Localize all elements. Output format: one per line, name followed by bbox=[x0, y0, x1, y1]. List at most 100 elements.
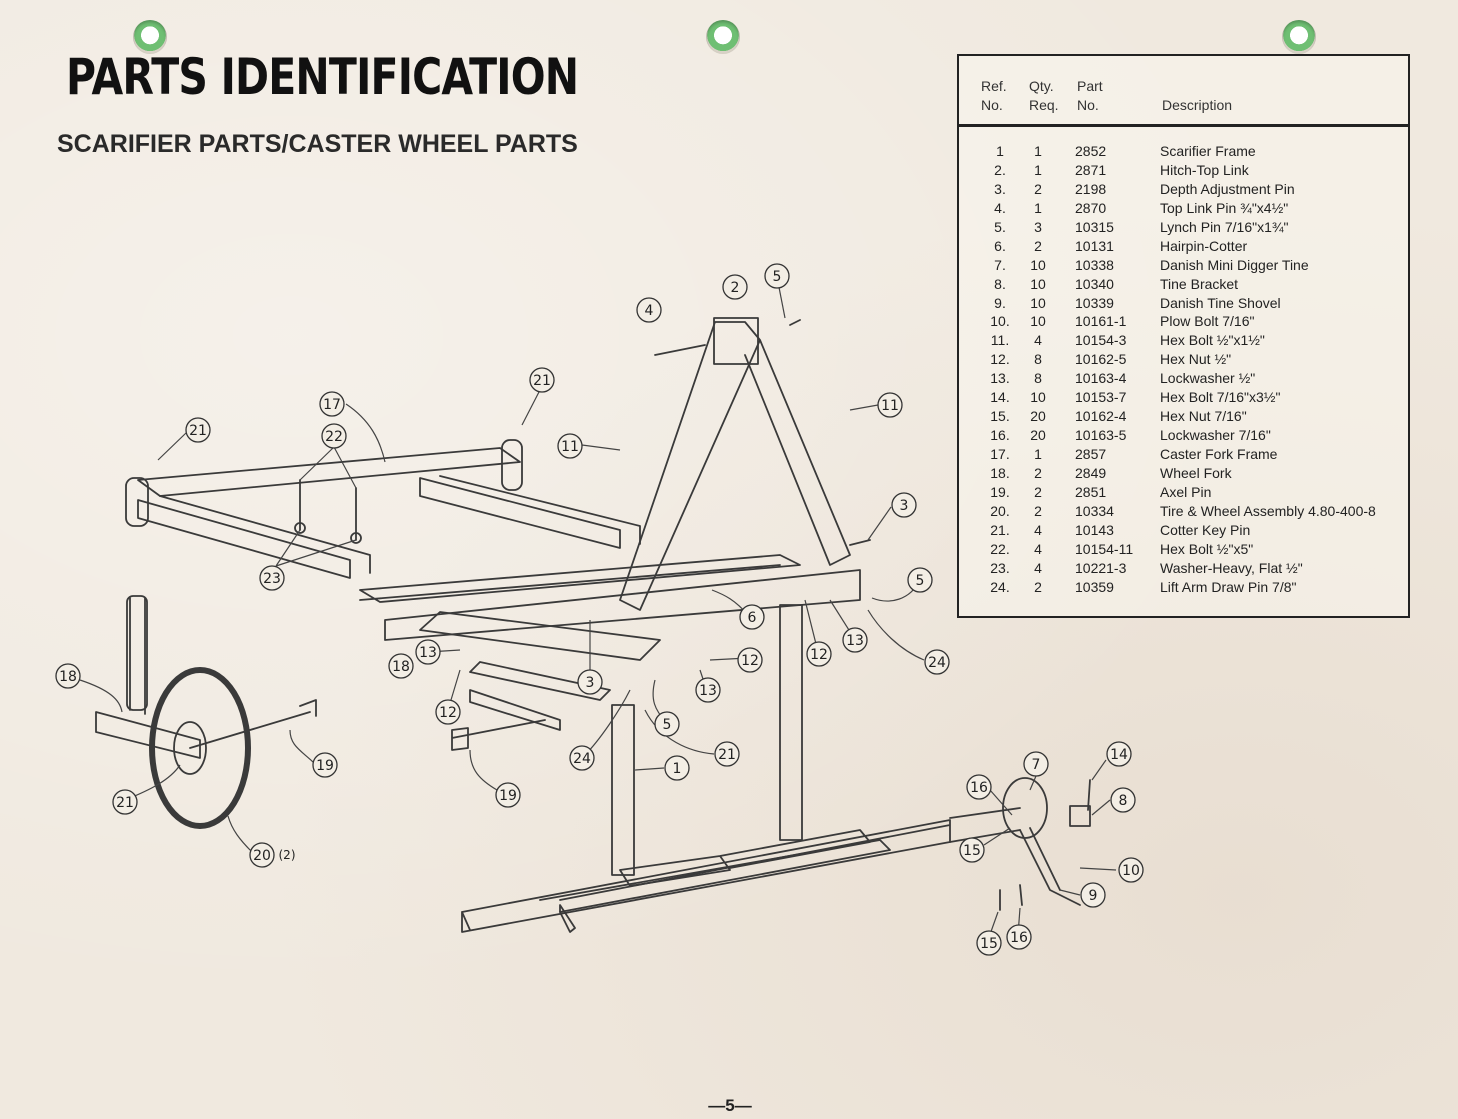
row-part-no: 10154-3 bbox=[1075, 332, 1127, 349]
leader-9 bbox=[1059, 889, 1081, 896]
row-ref-no: 20. bbox=[990, 502, 1010, 519]
row-qty-req: 20 bbox=[1030, 427, 1046, 444]
callout-13b: 13 bbox=[695, 677, 721, 703]
row-qty-req: 10 bbox=[1030, 313, 1046, 330]
svg-text:4: 4 bbox=[645, 303, 654, 319]
row-description: Hex Bolt 7/16"x3½" bbox=[1160, 389, 1281, 406]
callout-5c: 5 bbox=[654, 711, 680, 737]
row-description: Danish Tine Shovel bbox=[1160, 294, 1281, 311]
row-part-no: 2849 bbox=[1075, 464, 1107, 481]
hitch-top-link-plate bbox=[713, 317, 759, 365]
leader-1 bbox=[634, 767, 665, 771]
leader-16a bbox=[989, 789, 1013, 816]
row-ref-no: 7. bbox=[994, 256, 1006, 273]
row-part-no: 10163-4 bbox=[1075, 370, 1127, 387]
row-ref-no: 16. bbox=[990, 427, 1010, 444]
row-qty-req: 4 bbox=[1034, 540, 1042, 557]
row-qty-req: 2 bbox=[1034, 502, 1042, 519]
row-description: Cotter Key Pin bbox=[1160, 521, 1251, 538]
row-description: Hitch-Top Link bbox=[1160, 161, 1249, 178]
leader-24a bbox=[583, 689, 631, 757]
toolbar-rails bbox=[539, 829, 891, 913]
row-qty-req: 1 bbox=[1034, 446, 1042, 462]
row-ref-no: 4. bbox=[994, 199, 1006, 216]
row-qty-req: 2 bbox=[1034, 464, 1042, 481]
scarifier-leg-front bbox=[611, 704, 635, 876]
callout-4: 4 bbox=[636, 297, 662, 323]
row-part-no: 2851 bbox=[1075, 483, 1107, 500]
svg-text:17: 17 bbox=[323, 397, 341, 413]
row-qty-req: 1 bbox=[1034, 161, 1042, 178]
callout-11a: 11 bbox=[557, 433, 583, 459]
scarifier-cross-bar bbox=[419, 611, 661, 661]
leader-20 bbox=[227, 815, 253, 853]
row-qty-req: 4 bbox=[1034, 521, 1042, 538]
svg-text:8: 8 bbox=[1119, 793, 1128, 809]
svg-text:6: 6 bbox=[748, 610, 757, 626]
row-description: Scarifier Frame bbox=[1160, 143, 1256, 159]
callout-13a: 13 bbox=[415, 639, 441, 665]
svg-text:11: 11 bbox=[561, 439, 579, 455]
caster-pivot-tube-left bbox=[125, 477, 149, 527]
callout-21d: 21 bbox=[714, 741, 740, 767]
row-description: Hex Nut ½" bbox=[1160, 351, 1232, 368]
leader-23 bbox=[275, 529, 357, 567]
callout-22: 22 bbox=[321, 423, 347, 449]
leader-15a bbox=[983, 827, 1011, 846]
row-description: Tine Bracket bbox=[1160, 275, 1239, 292]
leader-19a bbox=[289, 729, 314, 763]
callout-3b: 3 bbox=[577, 669, 603, 695]
row-ref-no: 21. bbox=[990, 521, 1010, 538]
row-description: Top Link Pin ¾"x4½" bbox=[1160, 199, 1289, 216]
row-part-no: 10221-3 bbox=[1075, 559, 1127, 576]
caster-frame-side-right bbox=[419, 475, 641, 549]
row-description: Hex Bolt ½"x1½" bbox=[1160, 332, 1265, 349]
punch-hole-center bbox=[706, 20, 740, 54]
scarifier-top-frame bbox=[359, 554, 861, 641]
svg-text:16: 16 bbox=[1010, 930, 1028, 946]
row-part-no: 2857 bbox=[1075, 446, 1107, 462]
row-part-no: 10131 bbox=[1075, 237, 1114, 254]
row-part-no: 2871 bbox=[1075, 161, 1107, 178]
row-part-no: 10339 bbox=[1075, 294, 1114, 311]
svg-text:3: 3 bbox=[586, 675, 595, 691]
scarifier-wheel-fork-mid bbox=[469, 661, 611, 731]
callout-13c: 13 bbox=[842, 627, 868, 653]
leader-11b bbox=[849, 404, 879, 411]
digger-tine-ring bbox=[1002, 777, 1048, 839]
row-qty-req: 4 bbox=[1034, 559, 1042, 576]
svg-text:3: 3 bbox=[900, 498, 909, 514]
wheel-fork-stem bbox=[126, 595, 148, 711]
row-qty-req: 1 bbox=[1034, 143, 1042, 159]
header-description: Description bbox=[1162, 97, 1233, 113]
row-description: Lockwasher ½" bbox=[1160, 370, 1256, 387]
row-part-no: 10338 bbox=[1075, 256, 1114, 273]
row-description: Lynch Pin 7/16"x1¾" bbox=[1160, 218, 1289, 235]
toolbar-base-frame bbox=[461, 819, 951, 933]
row-ref-no: 19. bbox=[990, 483, 1010, 500]
header-part-line1: Part bbox=[1077, 78, 1103, 94]
row-ref-no: 23. bbox=[990, 559, 1010, 576]
row-description: Danish Mini Digger Tine bbox=[1160, 256, 1309, 273]
row-part-no: 10359 bbox=[1075, 578, 1114, 595]
svg-text:19: 19 bbox=[316, 758, 334, 774]
svg-text:21: 21 bbox=[189, 423, 207, 439]
callout-1: 1 bbox=[664, 755, 690, 781]
callout-18b: 18 bbox=[388, 653, 414, 679]
page-subtitle: SCARIFIER PARTS/CASTER WHEEL PARTS bbox=[57, 130, 578, 158]
callout-24b: 24 bbox=[924, 649, 950, 675]
row-qty-req: 20 bbox=[1030, 408, 1046, 425]
svg-text:7: 7 bbox=[1032, 757, 1041, 773]
row-description: Hex Nut 7/16" bbox=[1160, 408, 1247, 425]
row-qty-req: 10 bbox=[1030, 389, 1046, 406]
svg-text:15: 15 bbox=[963, 843, 981, 859]
